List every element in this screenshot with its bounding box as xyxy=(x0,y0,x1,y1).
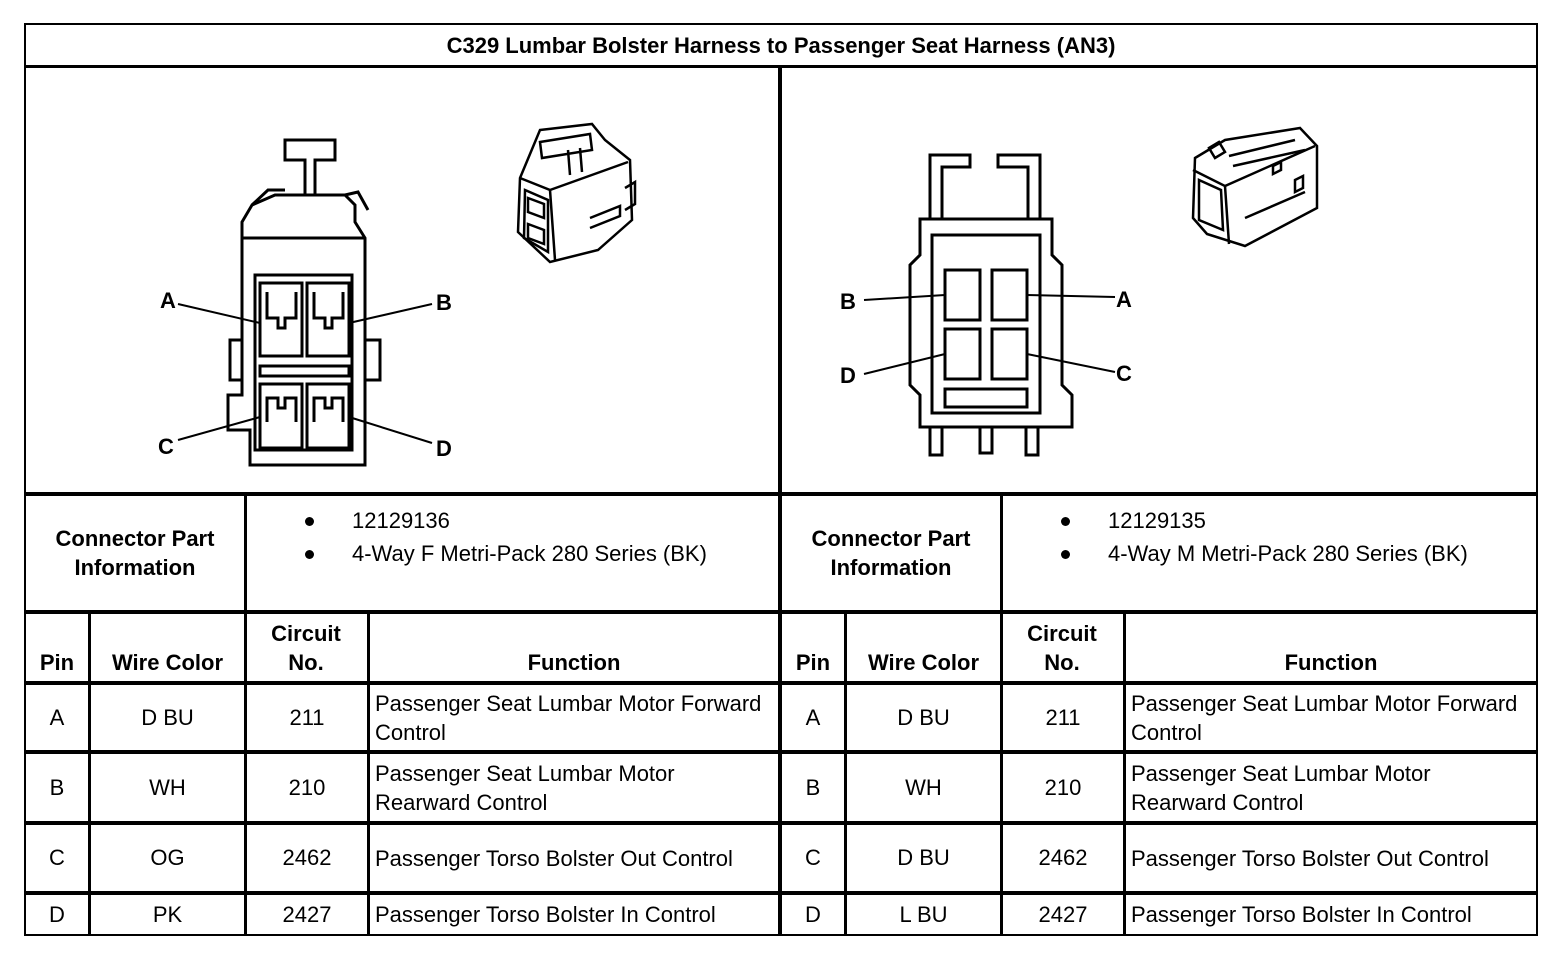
left-header-function: Function xyxy=(527,650,621,675)
left-row-b-pin: B xyxy=(49,774,65,800)
left-leader-c xyxy=(177,416,261,441)
right-row-c-circuit: 2462 xyxy=(1038,845,1088,870)
right-latch-right xyxy=(996,153,1042,221)
right-pin-label-d: D xyxy=(840,363,856,388)
right-row-a-wire: D BU xyxy=(897,704,950,730)
right-row-b-wire: WH xyxy=(905,774,942,800)
left-row-c-function: Passenger Torso Bolster Out Control xyxy=(375,845,733,871)
left-row-a-function: Passenger Seat Lumbar Motor Forward Cont… xyxy=(375,690,762,745)
left-connector-isometric-drawing xyxy=(516,122,637,264)
left-info-bullet-2 xyxy=(305,550,314,559)
right-row-c-pin: C xyxy=(805,845,821,870)
page-title: C329 Lumbar Bolster Harness to Passenger… xyxy=(446,33,1116,58)
right-info-col-divider xyxy=(1000,492,1003,936)
left-row-b-function: Passenger Seat Lumbar Motor Rearward Con… xyxy=(375,760,675,815)
right-pin-col-divider xyxy=(844,610,847,936)
right-latch-left xyxy=(928,153,972,221)
left-pin-label-d: D xyxy=(436,436,452,461)
right-row-a-pin: A xyxy=(805,704,821,730)
left-row-a-circuit: 211 xyxy=(289,704,325,730)
left-info-col-divider xyxy=(244,492,247,936)
left-cavity-c xyxy=(258,382,304,450)
left-pin-col-divider xyxy=(88,610,91,936)
right-connector-isometric-drawing xyxy=(1191,126,1319,248)
right-row-c-function: Passenger Torso Bolster Out Control xyxy=(1131,845,1489,871)
left-row-a-wire: D BU xyxy=(141,704,194,730)
left-part-number: 12129136 xyxy=(352,508,450,533)
left-part-description: 4-Way F Metri-Pack 280 Series (BK) xyxy=(352,541,707,566)
left-row-b-wire: WH xyxy=(149,774,186,800)
right-row-d-circuit: 2427 xyxy=(1038,901,1088,927)
right-info-label: Connector Part Information xyxy=(811,526,971,580)
right-header-circuit: Circuit No. xyxy=(1027,621,1097,675)
left-cavity-frame xyxy=(253,273,354,452)
right-leader-c xyxy=(1026,353,1116,373)
right-circuit-col-divider xyxy=(1123,610,1126,936)
left-row-c-circuit: 2462 xyxy=(282,845,332,870)
right-row-a-function: Passenger Seat Lumbar Motor Forward Cont… xyxy=(1131,690,1518,745)
center-divider xyxy=(778,65,782,936)
right-cavity-c xyxy=(990,327,1029,381)
left-leader-d xyxy=(348,416,433,444)
right-row-b-function: Passenger Seat Lumbar Motor Rearward Con… xyxy=(1131,760,1431,815)
left-info-label: Connector Part Information xyxy=(55,526,215,580)
right-row-d-function: Passenger Torso Bolster In Control xyxy=(1131,901,1472,927)
right-part-number: 12129135 xyxy=(1108,508,1206,533)
right-leader-b xyxy=(863,294,946,301)
left-row-c-pin: C xyxy=(49,845,65,870)
left-cavity-d xyxy=(305,382,351,450)
right-pin-label-a: A xyxy=(1116,287,1132,312)
left-cavity-a xyxy=(258,281,304,358)
left-cavity-b xyxy=(305,281,351,358)
left-pin-label-a: A xyxy=(160,288,176,313)
right-cavity-frame xyxy=(930,233,1042,415)
right-connector-face-drawing: B A D C xyxy=(840,153,1132,457)
left-latch-tab xyxy=(283,138,337,197)
left-row-d-circuit: 2427 xyxy=(282,901,332,927)
right-pin-label-c: C xyxy=(1116,361,1132,386)
right-row-a-circuit: 211 xyxy=(1045,704,1081,730)
right-connector-housing xyxy=(908,217,1074,429)
left-connector-face-drawing: A B C D xyxy=(158,138,452,467)
right-cavity-d xyxy=(943,327,982,381)
left-header-circuit: Circuit No. xyxy=(271,621,341,675)
left-header-pin: Pin xyxy=(39,650,75,675)
right-cavity-b xyxy=(943,268,982,322)
left-connector-housing xyxy=(226,193,367,467)
right-cavity-a xyxy=(990,268,1029,322)
right-row-b-pin: B xyxy=(805,774,821,800)
right-header-wire-color: Wire Color xyxy=(867,650,980,675)
right-pin-label-b: B xyxy=(840,289,856,314)
left-row-d-pin: D xyxy=(49,901,65,927)
left-leader-b xyxy=(348,303,433,324)
right-header-function: Function xyxy=(1284,650,1378,675)
left-row-d-function: Passenger Torso Bolster In Control xyxy=(375,901,716,927)
right-row-d-wire: L BU xyxy=(899,901,948,927)
left-row-d-wire: PK xyxy=(152,901,183,927)
left-circuit-col-divider xyxy=(367,610,370,936)
right-leader-a xyxy=(1026,294,1116,298)
left-pin-label-b: B xyxy=(436,290,452,315)
right-row-b-circuit: 210 xyxy=(1044,774,1082,800)
left-row-a-pin: A xyxy=(49,704,65,730)
left-row-b-circuit: 210 xyxy=(288,774,326,800)
right-info-bullet-1 xyxy=(1061,517,1070,526)
right-row-c-wire: D BU xyxy=(897,845,950,870)
left-info-bullet-1 xyxy=(305,517,314,526)
right-header-pin: Pin xyxy=(795,650,831,675)
right-info-bullet-2 xyxy=(1061,550,1070,559)
right-row-d-pin: D xyxy=(805,901,821,927)
left-row-c-wire: OG xyxy=(150,845,185,870)
left-pin-label-c: C xyxy=(158,434,174,459)
left-header-wire-color: Wire Color xyxy=(111,650,224,675)
left-leader-a xyxy=(177,303,261,324)
right-part-description: 4-Way M Metri-Pack 280 Series (BK) xyxy=(1108,541,1468,566)
right-leader-d xyxy=(863,353,946,375)
